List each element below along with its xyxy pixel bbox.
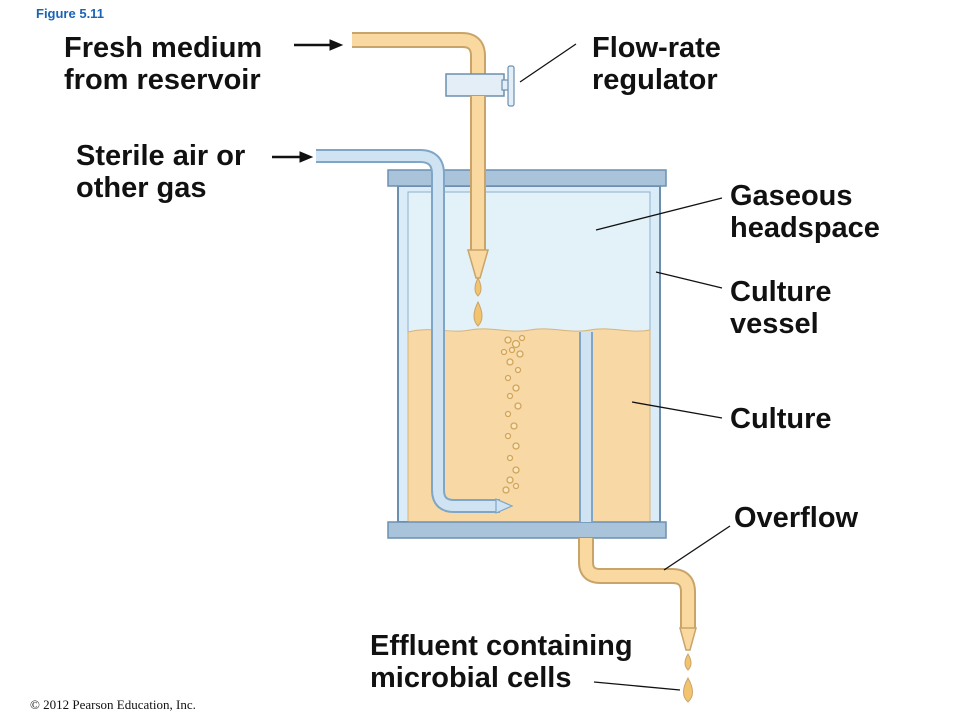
label-gaseous-headspace: Gaseous headspace	[730, 180, 880, 244]
label-effluent: Effluent containing microbial cells	[370, 630, 633, 694]
medium-drop	[473, 300, 483, 327]
gas-bubbles	[500, 334, 526, 494]
leader-lines	[519, 43, 731, 691]
medium-drop	[474, 276, 482, 297]
effluent-drop	[684, 653, 692, 671]
copyright-notice: © 2012 Pearson Education, Inc.	[30, 697, 196, 712]
label-overflow: Overflow	[734, 502, 859, 534]
effluent-drop	[683, 676, 693, 703]
overflow-outlet-tube	[578, 538, 696, 628]
bottom-plate	[387, 521, 667, 539]
figure-label: Figure 5.11	[36, 6, 104, 21]
medium-nozzle	[467, 249, 489, 279]
label-flow-rate-regulator: Flow-rate regulator	[592, 32, 721, 96]
effluent-nozzle	[679, 627, 697, 651]
flow-rate-regulator	[445, 73, 505, 97]
air-outlet-tip	[495, 498, 514, 514]
label-fresh-medium: Fresh medium from reservoir	[64, 32, 263, 96]
label-sterile-air: Sterile air or other gas	[76, 140, 246, 204]
label-culture: Culture	[730, 403, 832, 435]
label-culture-vessel: Culture vessel	[730, 276, 832, 340]
top-plate	[387, 169, 667, 187]
arrows	[272, 39, 344, 163]
